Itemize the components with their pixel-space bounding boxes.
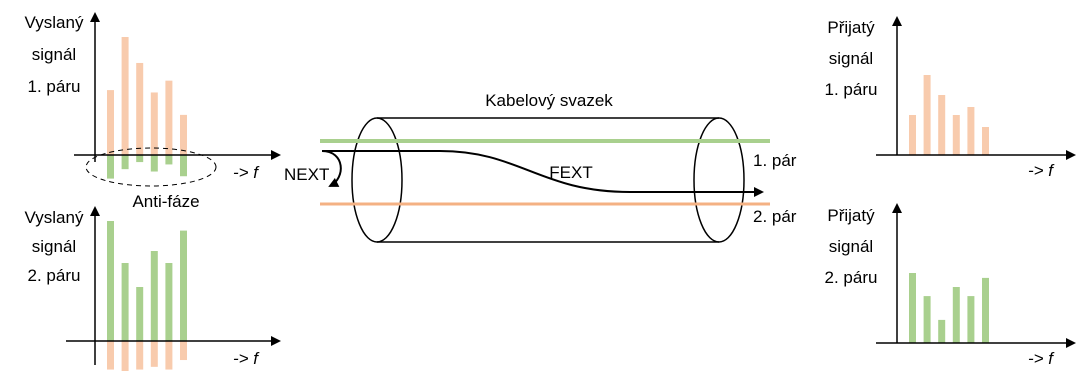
rx1-bar bbox=[923, 75, 931, 155]
cable-far-end bbox=[693, 117, 745, 243]
tx2-label-line3: 2. páru bbox=[28, 266, 81, 285]
fext-label: FEXT bbox=[549, 163, 592, 182]
fext-arrow-icon bbox=[322, 150, 764, 197]
rx2-bar bbox=[923, 296, 931, 343]
rx1-label-line1: Přijatý bbox=[827, 18, 875, 37]
rx1-bar bbox=[982, 127, 989, 155]
rx1-bar bbox=[952, 115, 960, 155]
tx1-label-line2: signál bbox=[32, 45, 76, 64]
rx2-bar bbox=[967, 296, 975, 343]
tx1-neg-bar bbox=[121, 155, 129, 170]
tx2-bars bbox=[107, 221, 187, 376]
tx1-chart: Vyslaný signál 1. páru -> f Anti-fáze bbox=[25, 12, 281, 211]
tx2-bar bbox=[150, 251, 158, 341]
tx1-bar bbox=[165, 80, 173, 155]
tx1-bar bbox=[121, 37, 129, 155]
tx2-bar bbox=[121, 263, 129, 341]
rx2-bar bbox=[952, 287, 960, 343]
tx1-bar bbox=[136, 62, 144, 155]
tx2-bar bbox=[136, 287, 144, 341]
tx1-bar bbox=[150, 92, 158, 155]
tx2-label-line1: Vyslaný bbox=[25, 208, 84, 227]
rx1-chart: Přijatý signál 1. páru -> f bbox=[825, 16, 1076, 180]
tx2-bar bbox=[180, 230, 187, 341]
tx1-bar bbox=[180, 114, 187, 155]
rx1-label-line3: 1. páru bbox=[825, 80, 878, 99]
rx2-bar bbox=[938, 319, 946, 343]
tx1-neg-bar bbox=[107, 155, 114, 179]
tx1-neg-bar bbox=[136, 155, 144, 163]
tx2-axis-f-label: -> f bbox=[233, 349, 260, 368]
rx1-bar bbox=[909, 115, 916, 155]
tx2-bar bbox=[165, 263, 173, 341]
tx2-label-line2: signál bbox=[32, 237, 76, 256]
anti-phase-label: Anti-fáze bbox=[132, 192, 199, 211]
rx2-axis-f-label: -> f bbox=[1028, 349, 1055, 368]
rx2-chart: Přijatý signál 2. páru -> f bbox=[825, 203, 1076, 368]
tx2-neg-bar bbox=[107, 341, 114, 370]
tx1-bar bbox=[107, 90, 114, 155]
cable-bundle: Kabelový svazek NEXT FEXT 1. pár 2. pár bbox=[284, 91, 797, 243]
tx2-neg-bar bbox=[180, 341, 187, 361]
tx1-label-line1: Vyslaný bbox=[25, 13, 84, 32]
tx1-neg-bar bbox=[165, 155, 173, 165]
tx2-chart: Vyslaný signál 2. páru -> f bbox=[25, 206, 281, 376]
anti-phase-ellipse bbox=[85, 147, 217, 187]
rx2-bars bbox=[909, 273, 989, 343]
rx2-bar bbox=[909, 273, 916, 343]
tx1-axis-f-label: -> f bbox=[233, 163, 260, 182]
tx1-bars bbox=[107, 37, 187, 179]
rx2-bar bbox=[982, 277, 989, 343]
rx2-label-line1: Přijatý bbox=[827, 206, 875, 225]
rx2-label-line2: signál bbox=[829, 237, 873, 256]
rx2-label-line3: 2. páru bbox=[825, 268, 878, 287]
tx1-neg-bar bbox=[150, 155, 158, 172]
tx1-neg-bar bbox=[180, 155, 187, 177]
rx1-bar bbox=[938, 95, 946, 155]
next-arrow-icon bbox=[321, 150, 342, 187]
next-label: NEXT bbox=[284, 165, 329, 184]
pair2-label: 2. pár bbox=[753, 207, 797, 226]
cable-label: Kabelový svazek bbox=[485, 91, 613, 110]
tx1-label-line3: 1. páru bbox=[28, 77, 81, 96]
tx2-bar bbox=[107, 221, 114, 341]
rx1-bar bbox=[967, 107, 975, 155]
rx1-bars bbox=[909, 75, 989, 155]
tx2-neg-bar bbox=[136, 341, 144, 370]
pair1-label: 1. pár bbox=[753, 151, 797, 170]
tx2-neg-bar bbox=[165, 341, 173, 370]
tx2-neg-bar bbox=[150, 341, 158, 367]
cable-near-end bbox=[351, 117, 403, 243]
rx1-label-line2: signál bbox=[829, 49, 873, 68]
rx1-axis-f-label: -> f bbox=[1028, 161, 1055, 180]
tx2-neg-bar bbox=[121, 341, 129, 376]
